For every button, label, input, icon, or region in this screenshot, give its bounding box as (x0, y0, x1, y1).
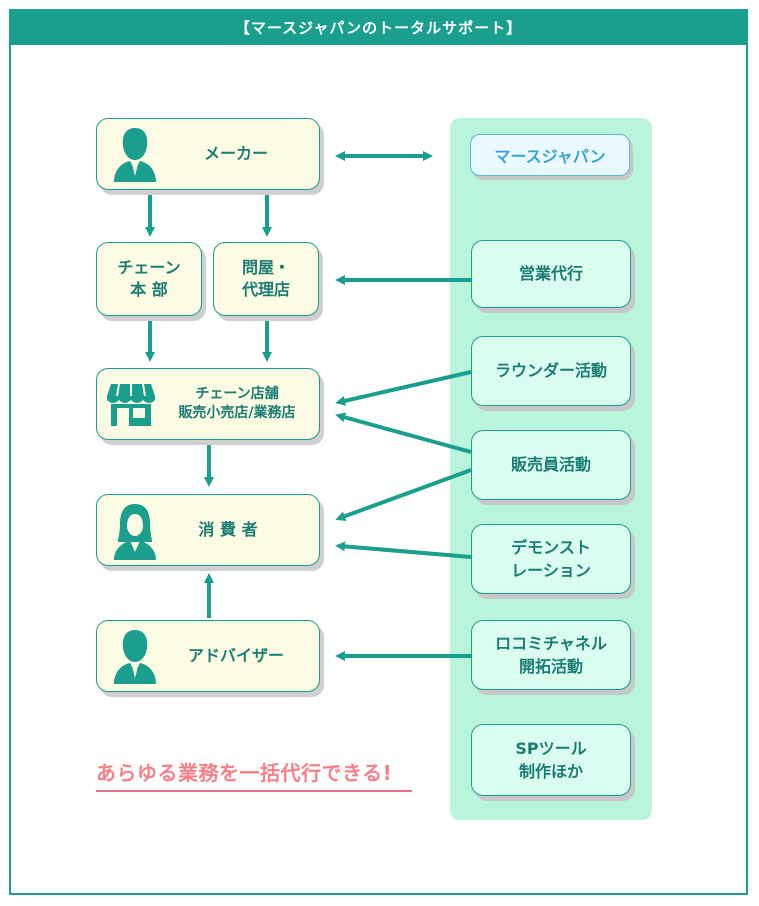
service-sales-staff: 販売員活動 (471, 430, 631, 500)
wholesaler-label: 問屋・ 代理店 (241, 258, 290, 299)
tagline-underline (96, 790, 412, 792)
service-demonstration: デモンスト レーション (471, 524, 631, 594)
service-label: ロコミチャネル 開拓活動 (495, 633, 607, 676)
businessman-icon (114, 128, 156, 182)
service-label: デモンスト レーション (511, 537, 591, 580)
adviser-label: アドバイザー (187, 646, 284, 666)
woman-icon (114, 504, 156, 560)
store-icon (107, 383, 155, 426)
service-sp-tools: SPツール 制作ほか (471, 724, 631, 796)
chain-hq-box: チェーン 本 部 (96, 242, 202, 316)
arrow-rounder (335, 370, 472, 406)
service-label: 販売員活動 (510, 455, 591, 475)
arrow-salesstaff-consumer (335, 468, 472, 521)
store-label: チェーン店舗 販売小売店/業務店 (178, 386, 296, 421)
mars-japan-box: マースジャパン (470, 134, 630, 176)
service-label: SPツール 制作ほか (515, 738, 587, 781)
arrow-salesstaff-store (335, 412, 472, 454)
service-channel-development: ロコミチャネル 開拓活動 (471, 620, 631, 690)
tagline: あらゆる業務を一括代行できる! (96, 761, 393, 785)
chain-hq-label: チェーン 本 部 (117, 258, 181, 299)
adviser-icon (114, 630, 156, 684)
mars-japan-label: マースジャパン (494, 147, 606, 166)
service-rounder: ラウンダー活動 (471, 336, 631, 406)
wholesaler-box: 問屋・ 代理店 (213, 242, 319, 316)
maker-label: メーカー (203, 144, 268, 164)
service-sales-agency: 営業代行 (471, 240, 631, 308)
arrow-demo (335, 541, 472, 559)
service-label: 営業代行 (518, 264, 583, 284)
consumer-label: 消 費 者 (198, 520, 258, 540)
diagram-title: 【マースジャパンのトータルサポート】 (9, 9, 748, 45)
service-label: ラウンダー活動 (494, 361, 607, 381)
